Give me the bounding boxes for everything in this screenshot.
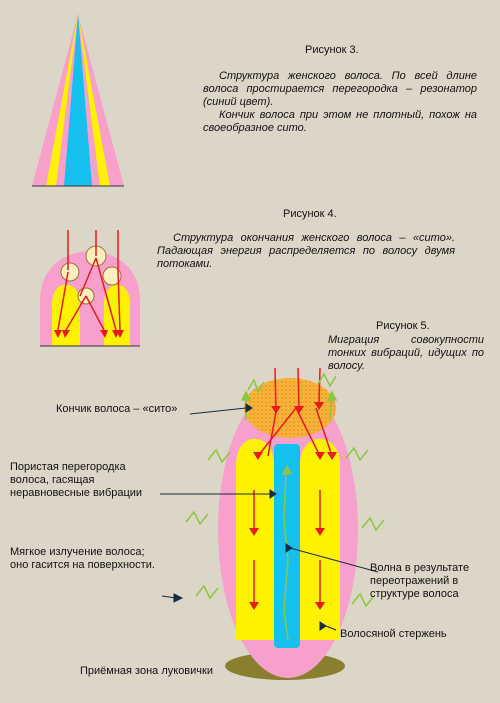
figure-3-paragraph-1: Структура женского волоса. По всей длине… [203,70,477,108]
sieve-energy-arrows [57,230,121,331]
figure-5-description: Миграция совокупности тонких вибраций, и… [328,334,484,372]
shaft-yellow-right [300,438,340,640]
figure-4-caption: Рисунок 4. [283,208,337,220]
figure-5-caption: Рисунок 5. [376,320,430,332]
sieve-tip [244,378,336,438]
label-shaft: Волосяной стержень [340,628,447,640]
figure-3-paragraph-2: Кончик волоса при этом не плотный, похож… [203,109,477,134]
shaft-yellow-left [236,438,274,640]
incoming-arrowheads [249,402,337,610]
incoming-arrows [253,367,333,604]
label-emission: Мягкое излучение волоса; оно гасится на … [10,546,155,571]
sieve-pore-left [60,262,80,282]
emission-waves [185,372,385,641]
label-pointers [160,403,379,631]
figure-4-text: Структура окончания женского волоса – «с… [157,232,455,271]
label-bulb: Приёмная зона луковички [80,665,213,677]
label-septum: Пористая перегородка волоса, гасящая нер… [10,461,143,499]
figure-3-caption: Рисунок 3. [305,44,359,56]
sieve-pore-right [102,266,122,286]
label-wave: Волна в результате переотражений в струк… [370,562,470,600]
figure-4-description: Структура окончания женского волоса – «с… [157,232,455,270]
hair-cone-blue-septum [64,14,92,186]
sieve-arrowheads [54,330,124,338]
wave-arrows [240,390,338,475]
figure-3-text: Структура женского волоса. По всей длине… [203,70,477,135]
label-tip: Кончик волоса – «сито» [56,403,178,415]
figure-5-text: Миграция совокупности тонких вибраций, и… [328,334,484,373]
